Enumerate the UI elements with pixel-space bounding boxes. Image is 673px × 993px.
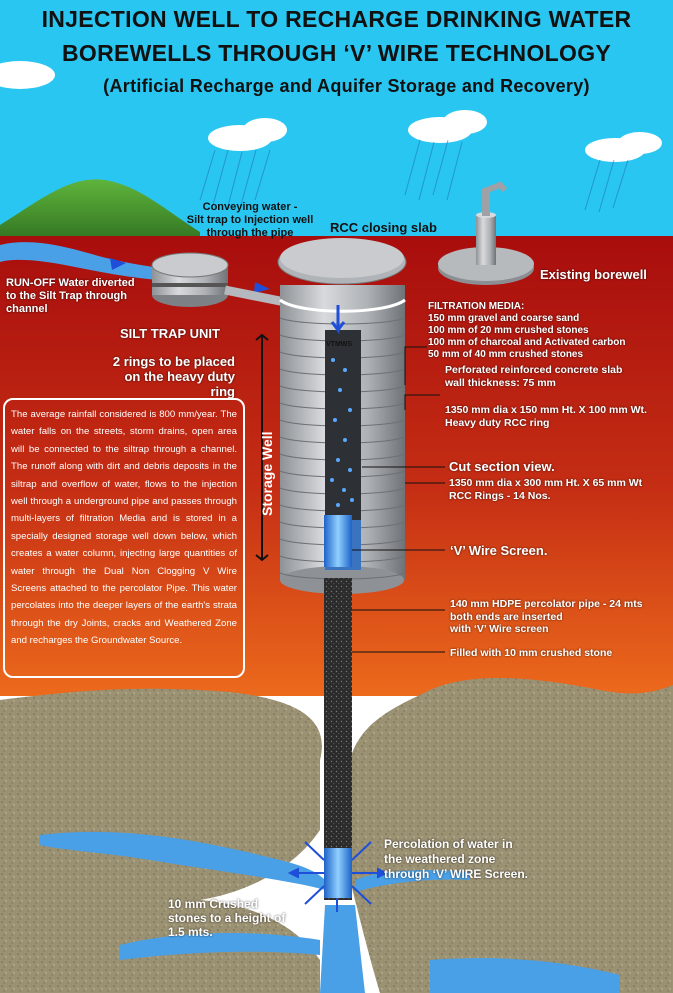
- conveying-water-label: Conveying water - Silt trap to Injection…: [186, 201, 314, 239]
- cut-section-label: Cut section view.: [449, 459, 555, 474]
- rain-icon: [199, 139, 629, 213]
- two-rings-label: 2 rings to be placed on the heavy duty r…: [112, 354, 235, 399]
- filtration-media-label: FILTRATION MEDIA: 150 mm gravel and coar…: [428, 301, 626, 360]
- water-drop-icon: [330, 358, 354, 507]
- percolator-pipe: [324, 578, 352, 900]
- title-line-2: BOREWELLS THROUGH ‘V’ WIRE TECHNOLOGY: [61, 40, 612, 66]
- description-text: The average rainfall considered is 800 m…: [11, 409, 237, 647]
- storage-well-label: Storage Well: [259, 430, 275, 516]
- perforated-slab-label: Perforated reinforced concrete slab wall…: [445, 364, 623, 389]
- silt-trap-icon: [151, 252, 229, 307]
- percolation-arrows: [287, 841, 389, 905]
- groundwater: [40, 831, 620, 993]
- v-wire-screen-bottom: [324, 848, 352, 898]
- filled-stone-label: Filled with 10 mm crushed stone: [450, 647, 613, 659]
- cloud-icon: [0, 61, 662, 162]
- hill-icon: [0, 179, 200, 250]
- v-wire-screen-icon: [324, 515, 352, 567]
- heavy-ring-label: 1350 mm dia x 150 mm Ht. X 100 mm Wt. He…: [445, 404, 647, 429]
- storage-well-marker: [255, 333, 269, 562]
- hdpe-pipe-label: 140 mm HDPE percolator pipe - 24 mts bot…: [450, 598, 643, 635]
- borewell-icon: [438, 181, 534, 285]
- leader-lines: [352, 346, 445, 653]
- v-wire-screen-label: ‘V’ Wire Screen.: [450, 543, 548, 558]
- existing-borewell-label: Existing borewell: [540, 267, 647, 282]
- rcc-closing-slab-label: RCC closing slab: [330, 220, 437, 235]
- title-line-3: (Artificial Recharge and Aquifer Storage…: [103, 76, 590, 96]
- title-line-1: INJECTION WELL TO RECHARGE DRINKING WATE…: [41, 6, 632, 32]
- flow-arrow-icon: [110, 258, 270, 293]
- runoff-label: RUN-OFF Water diverted to the Silt Trap …: [6, 277, 135, 315]
- runoff-channel: [0, 242, 160, 280]
- percolation-label: Percolation of water in the weathered zo…: [384, 837, 529, 881]
- silt-trap-unit-label: SILT TRAP UNIT: [120, 326, 220, 341]
- crushed-stones-label: 10 mm Crushed stones to a height of 1.5 …: [168, 897, 286, 939]
- weathered-rock-right: [350, 677, 673, 993]
- ring-stamp-label: VTMWS: [326, 341, 353, 348]
- description-box: The average rainfall considered is 800 m…: [3, 398, 245, 678]
- rcc-rings-label: 1350 mm dia x 300 mm Ht. X 65 mm Wt RCC …: [449, 477, 643, 502]
